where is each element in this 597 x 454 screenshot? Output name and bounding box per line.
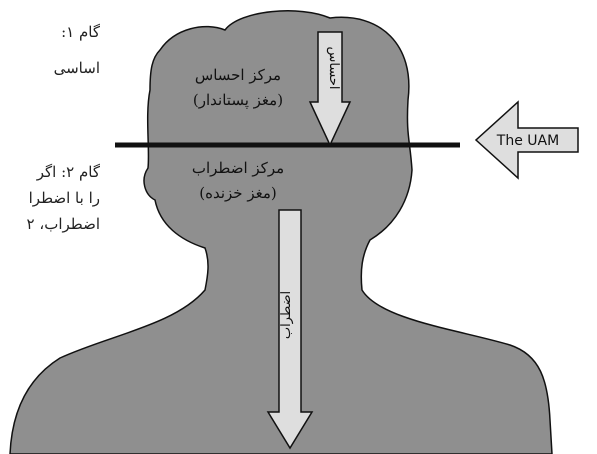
anxiety-arrow-label: اضطراب (279, 291, 294, 339)
upper-center-sub: (مغز پستاندار) (193, 91, 283, 109)
lower-center-title: مرکز اضطراب (192, 159, 284, 177)
uam-arrow-label: The UAM (496, 133, 559, 149)
upper-center-title: مرکز احساس (195, 66, 281, 84)
feeling-arrow-label: احساس (326, 46, 341, 89)
lower-center-sub: (مغز خزنده) (199, 184, 276, 202)
